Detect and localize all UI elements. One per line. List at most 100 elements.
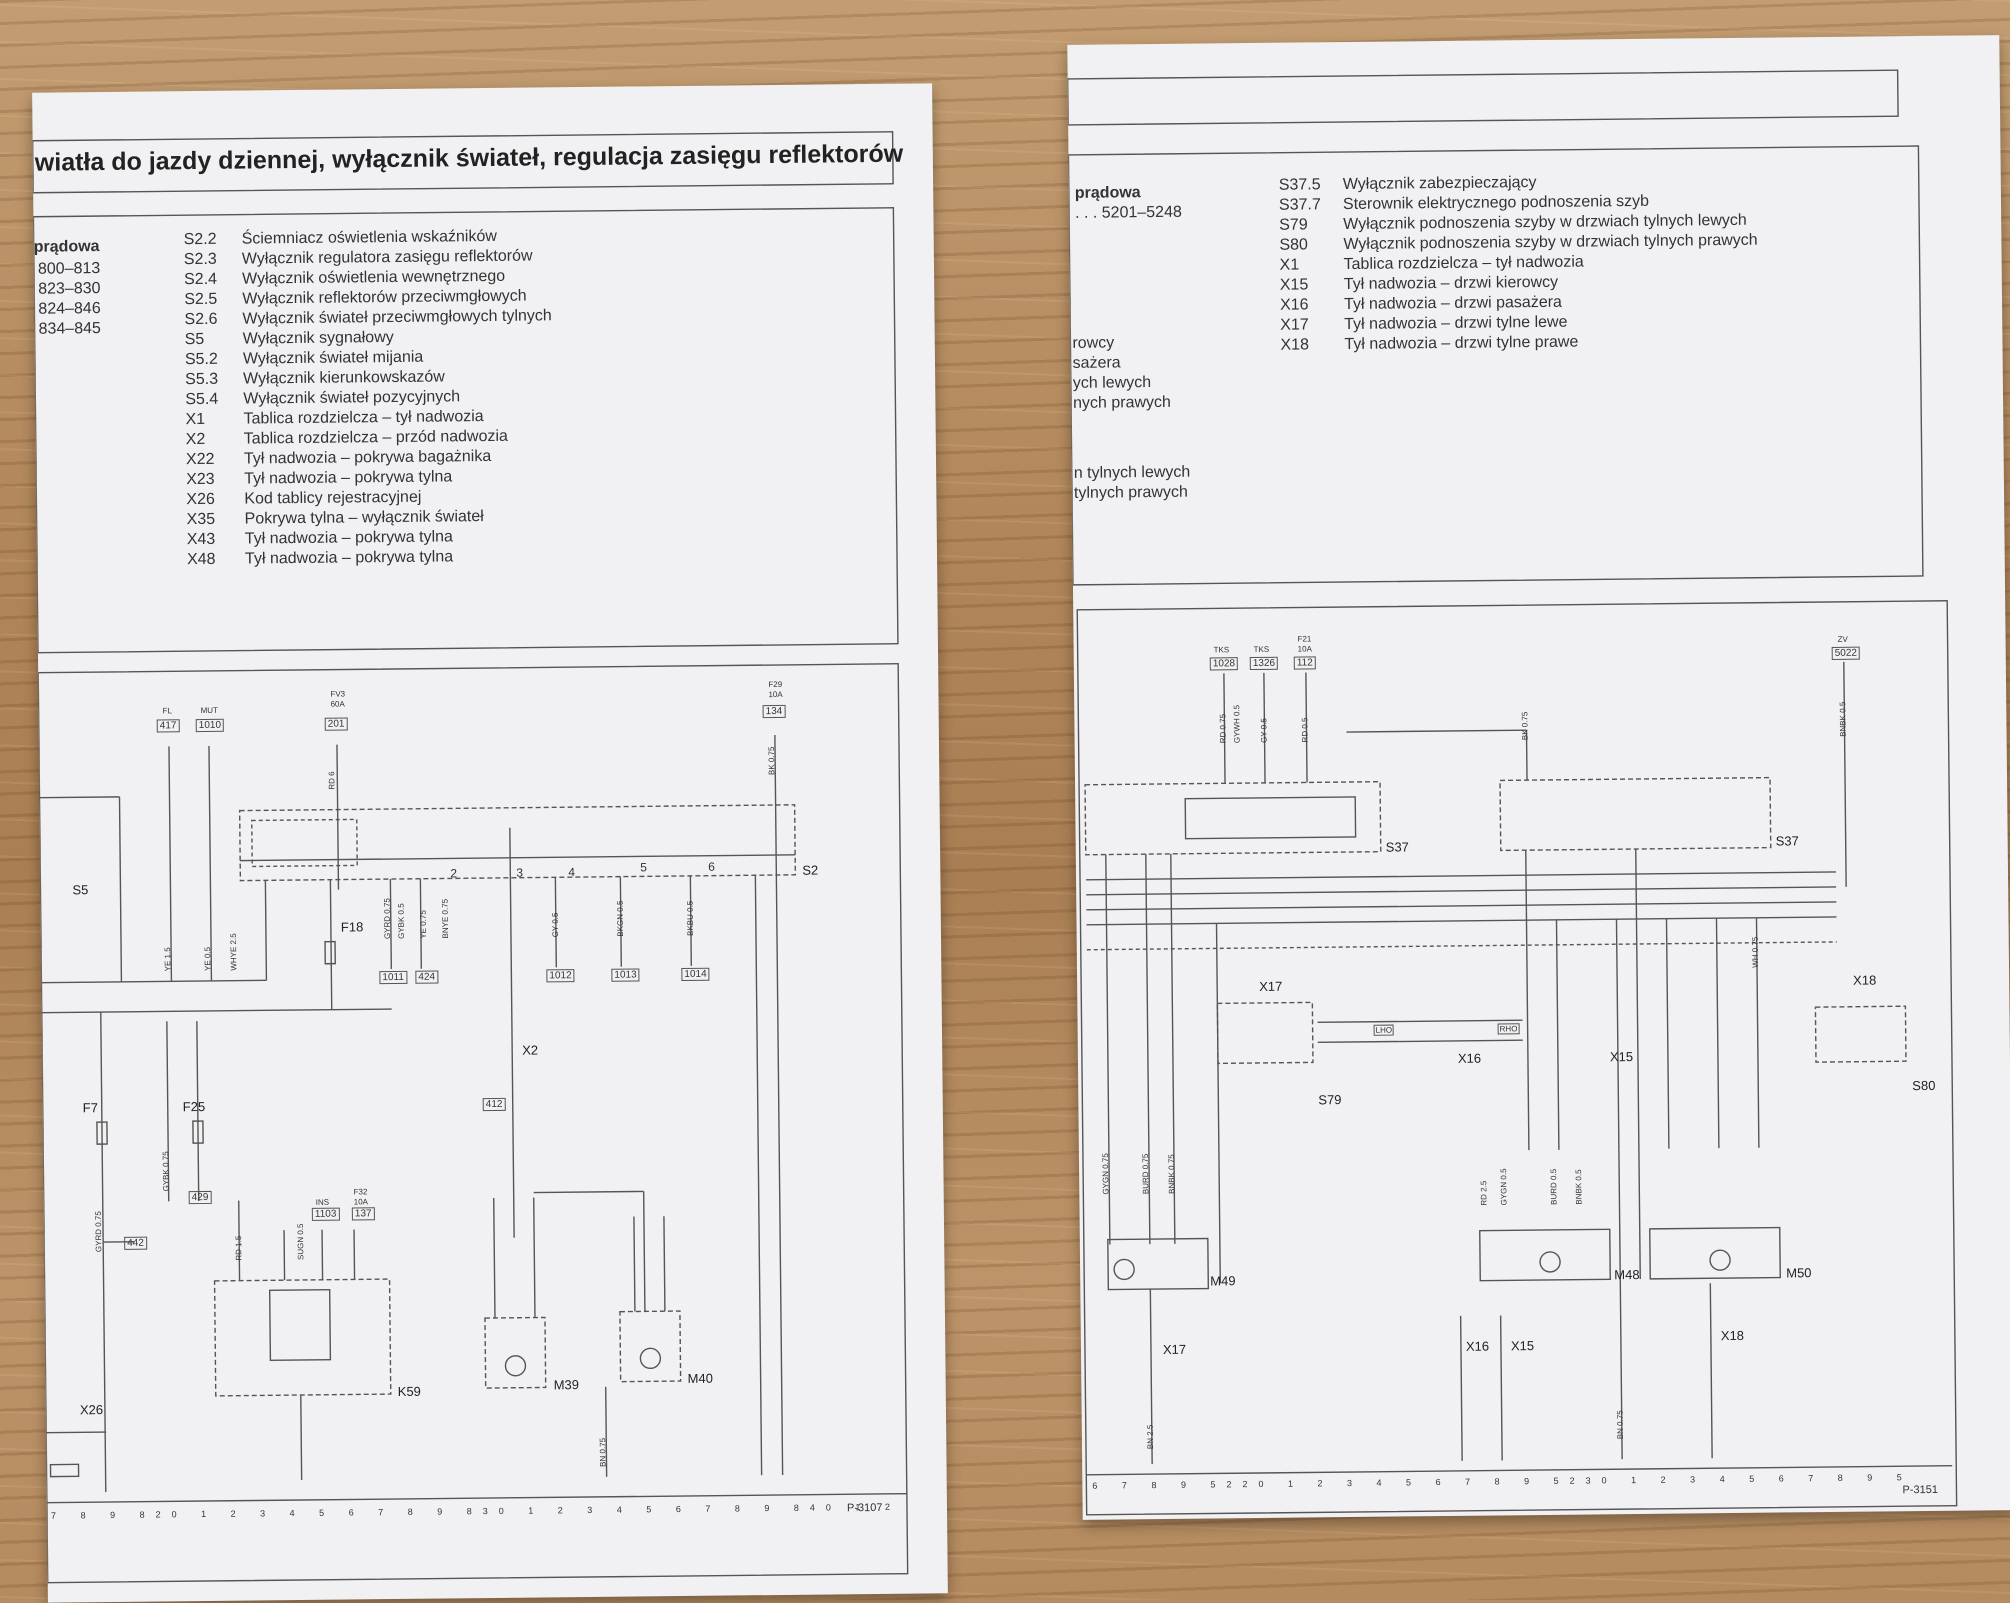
label-f21: F21 xyxy=(1297,634,1311,643)
legend-code: S5.3 xyxy=(185,371,218,389)
legend-code: X18 xyxy=(1280,336,1309,354)
ruler-number: 7 xyxy=(1122,1480,1152,1490)
legend-code: S80 xyxy=(1279,236,1308,254)
wire-label: YE 1.5 xyxy=(163,947,172,971)
label-f32: F32 xyxy=(354,1187,368,1196)
wire-label: BKBU 0.5 xyxy=(686,901,695,936)
left-range-3: 824–846 xyxy=(38,300,100,319)
label-rho: RHO xyxy=(1498,1023,1520,1034)
ruler-number: 6 xyxy=(1435,1477,1465,1487)
wire-label: GY 0.5 xyxy=(1259,718,1268,743)
wire-label: BNBK 0.5 xyxy=(1574,1169,1583,1204)
ruler-number: 9 xyxy=(437,1506,467,1516)
component-f7: F7 xyxy=(83,1100,98,1115)
component-x18: X18 xyxy=(1853,973,1876,988)
component-x18: X18 xyxy=(1721,1328,1744,1343)
ref-box: 1028 xyxy=(1210,657,1238,670)
component-s2: S2 xyxy=(802,863,818,878)
label-fl: FL xyxy=(163,706,172,715)
left-range-4: 834–845 xyxy=(39,320,101,339)
label-mut: MUT xyxy=(201,706,218,715)
ruler-number: 5 xyxy=(1406,1477,1436,1487)
wire-label: BK 0.75 xyxy=(767,747,776,776)
legend-code: X16 xyxy=(1280,296,1309,314)
ref-box: 1103 xyxy=(312,1208,340,1221)
ruler-number: 6 xyxy=(676,1504,706,1514)
ruler-number: 1 xyxy=(1288,1478,1318,1488)
ref-box: 1326 xyxy=(1250,657,1278,670)
legend-code: S5.2 xyxy=(185,351,218,369)
right-partial-line: tylnych prawych xyxy=(1074,484,1188,503)
legend-desc: Wyłącznik świateł pozycyjnych xyxy=(243,388,460,408)
legend-desc: Tył nadwozia – drzwi kierowcy xyxy=(1344,274,1558,294)
legend-desc: Wyłącznik podnoszenia szyby w drzwiach t… xyxy=(1343,232,1757,254)
label-ins: INS xyxy=(316,1198,329,1207)
ruler-number: 9 xyxy=(764,1503,794,1513)
ruler-number: 5220 xyxy=(1210,1479,1288,1490)
legend-desc: Wyłącznik świateł mijania xyxy=(243,349,424,369)
ref-box: 1010 xyxy=(196,719,224,732)
ref-box: 137 xyxy=(352,1207,375,1220)
wire-label: GYRD 0.75 xyxy=(383,898,392,939)
left-range-2: 823–830 xyxy=(38,280,100,299)
ruler-number: 7 xyxy=(1808,1473,1838,1483)
left-wiring-sheet: wiatła do jazdy dziennej, wyłącznik świa… xyxy=(32,83,948,1602)
legend-code: S5.4 xyxy=(185,391,218,409)
ref-box: 412 xyxy=(483,1098,506,1111)
ruler-number: 2 xyxy=(558,1505,588,1515)
ruler-number: 820 xyxy=(140,1509,202,1520)
label-f29: F29 xyxy=(768,680,782,689)
ruler-number: 830 xyxy=(467,1506,529,1517)
legend-desc: Tył nadwozia – drzwi pasażera xyxy=(1344,294,1562,314)
wire-label: GYGN 0.5 xyxy=(1499,1168,1508,1205)
component-s80: S80 xyxy=(1912,1078,1935,1093)
label-tks: TKS xyxy=(1254,645,1270,654)
component-x17: X17 xyxy=(1163,1342,1186,1357)
ruler-number: 2 xyxy=(885,1502,891,1512)
wire-label: BKGN 0.5 xyxy=(616,901,625,937)
component-x17: X17 xyxy=(1259,979,1282,994)
right-page-code: P-3151 xyxy=(1902,1484,1938,1496)
ref-box: 1013 xyxy=(611,968,639,981)
legend-code: S2.6 xyxy=(184,311,217,329)
legend-desc: Tył nadwozia – pokrywa tylna xyxy=(244,468,452,488)
ruler-number: 8 xyxy=(1838,1473,1868,1483)
legend-code: X43 xyxy=(187,531,216,549)
legend-code: X35 xyxy=(187,511,216,529)
ruler-number: 2 xyxy=(1317,1478,1347,1488)
label-f21-amp: 10A xyxy=(1298,644,1312,653)
component-x15: X15 xyxy=(1610,1049,1633,1064)
component-x16: X16 xyxy=(1458,1051,1481,1066)
legend-code: X15 xyxy=(1280,276,1309,294)
legend-code: S2.2 xyxy=(184,231,217,249)
wire-label: RD 2.5 xyxy=(1479,1181,1488,1206)
label-f29-amp: 10A xyxy=(768,690,782,699)
component-x16: X16 xyxy=(1466,1339,1489,1354)
wire-label: BNBK 0.5 xyxy=(1838,702,1847,737)
legend-desc: Tył nadwozia – pokrywa tylna xyxy=(245,548,453,568)
component-m39: M39 xyxy=(554,1377,579,1392)
wire-label: BN 0.75 xyxy=(1616,1410,1625,1439)
ruler-number: 9 xyxy=(1867,1472,1897,1482)
ruler-number: 7 xyxy=(378,1507,408,1517)
ruler-number: 4 xyxy=(290,1508,320,1518)
ruler-number: 6 xyxy=(1779,1473,1809,1483)
left-section-heading: prądowa xyxy=(34,238,100,257)
ruler-number: 8 xyxy=(1495,1476,1525,1486)
right-range: . . . 5201–5248 xyxy=(1075,204,1182,223)
wire-label: GYBK 0.5 xyxy=(397,903,406,939)
legend-code: S37.7 xyxy=(1279,196,1321,214)
ruler-number: 4 xyxy=(617,1504,647,1514)
legend-desc: Tablica rozdzielcza – tył nadwozia xyxy=(243,408,483,429)
legend-desc: Wyłącznik świateł przeciwmgłowych tylnyc… xyxy=(242,307,551,328)
label-lho: LHO xyxy=(1374,1025,1395,1036)
wire-label: BN 2.5 xyxy=(1146,1425,1155,1450)
ref-box: 5022 xyxy=(1832,647,1860,660)
legend-code: S5 xyxy=(185,331,205,349)
ruler-number: 9 xyxy=(110,1510,140,1520)
ref-box: 112 xyxy=(1294,656,1316,669)
wire-label: WHYE 2.5 xyxy=(229,933,238,970)
label-pin: 6 xyxy=(708,860,715,874)
wire-label: RD 6 xyxy=(327,771,336,789)
